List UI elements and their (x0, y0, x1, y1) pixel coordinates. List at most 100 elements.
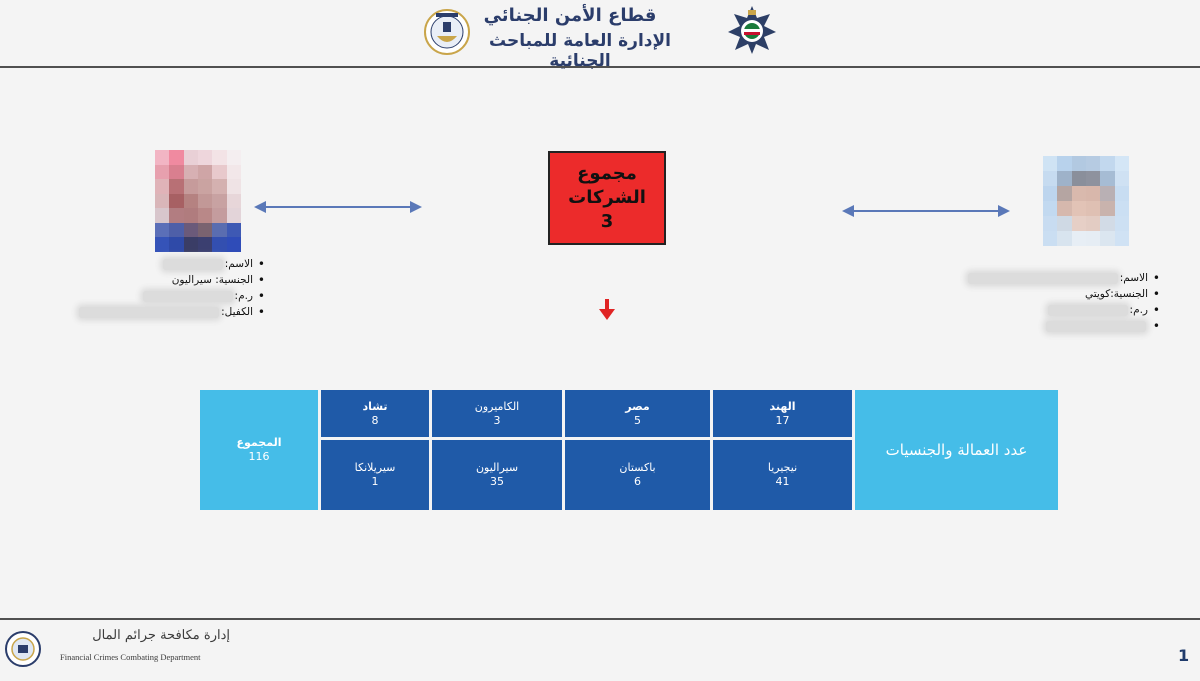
photo-pixel (197, 208, 213, 223)
redacted-value (1046, 320, 1146, 332)
photo-pixel (1057, 156, 1072, 171)
left-id-field: ر.م: (79, 288, 265, 304)
country-count: 17 (775, 413, 790, 427)
photo-pixel (1071, 231, 1086, 246)
table-total-cell: المجموع 116 (200, 390, 318, 510)
country-name: سيراليون (475, 461, 519, 474)
photo-pixel (197, 193, 213, 209)
photo-pixel (1071, 171, 1086, 186)
right-extra-field (968, 318, 1160, 334)
photo-pixel (155, 208, 170, 223)
org-title: قطاع الأمن الجنائي (483, 5, 657, 26)
photo-pixel (1071, 216, 1086, 231)
photo-pixel (1043, 171, 1058, 186)
photo-pixel (183, 193, 198, 209)
photo-pixel (1071, 156, 1086, 171)
photo-pixel (1114, 231, 1129, 246)
photo-pixel (1085, 186, 1101, 201)
photo-pixel (197, 222, 213, 238)
total-value: 116 (248, 450, 270, 463)
table-cell: سيريلانكا 1 (321, 440, 429, 510)
photo-pixel (1057, 201, 1072, 216)
photo-pixel (1057, 186, 1072, 201)
country-count: 3 (493, 413, 501, 427)
photo-pixel (1114, 156, 1129, 171)
photo-pixel (1100, 186, 1115, 201)
photo-pixel (1114, 186, 1129, 201)
org-subtitle: الإدارة العامة للمباحث الجنائية (488, 31, 671, 71)
photo-pixel (212, 237, 227, 252)
country-count: 1 (371, 475, 379, 488)
photo-pixel (197, 164, 213, 180)
down-arrow-icon (599, 299, 615, 320)
photo-pixel (197, 237, 213, 252)
slide-header: قطاع الأمن الجنائي الإدارة العامة للمباح… (0, 0, 1200, 71)
left-sponsor-field: الكفيل: (79, 304, 265, 320)
photo-pixel (212, 222, 227, 238)
photo-pixel (1085, 231, 1101, 246)
table-cell: نيجيريا 41 (713, 440, 852, 510)
photo-pixel (169, 150, 184, 165)
page-number: 1 (1178, 646, 1190, 665)
photo-pixel (226, 237, 241, 252)
photo-pixel (169, 164, 184, 180)
photo-pixel (1057, 216, 1072, 231)
country-name: نيجيريا (767, 461, 798, 474)
photo-pixel (1114, 216, 1129, 231)
photo-pixel (1085, 201, 1101, 216)
photo-pixel (226, 208, 241, 223)
photo-pixel (183, 164, 198, 180)
country-name: سيريلانكا (354, 461, 396, 474)
photo-pixel (212, 179, 227, 194)
photo-pixel (197, 179, 213, 194)
photo-pixel (212, 150, 227, 165)
police-badge-icon (728, 6, 776, 54)
photo-pixel (1114, 201, 1129, 216)
table-header-label: عدد العمالة والجنسيات (885, 441, 1028, 459)
country-count: 6 (634, 475, 641, 488)
country-name: باكستان (619, 461, 656, 474)
right-person-photo (1043, 156, 1129, 246)
photo-pixel (1043, 216, 1058, 231)
photo-pixel (169, 208, 184, 223)
right-nationality-field: الجنسية:كويتي (968, 286, 1160, 302)
photo-pixel (183, 237, 198, 252)
right-double-arrow-icon (842, 205, 1010, 217)
photo-pixel (197, 150, 213, 165)
total-box-count: 3 (600, 211, 614, 232)
left-double-arrow-icon (254, 201, 422, 213)
country-name: تشاد (362, 399, 388, 413)
redacted-value (1047, 304, 1128, 316)
right-id-field: ر.م: (968, 302, 1160, 318)
table-cell: مصر 5 (565, 390, 710, 437)
photo-pixel (1057, 171, 1072, 186)
photo-pixel (169, 193, 184, 209)
table-cell: الهند 17 (713, 390, 852, 437)
photo-pixel (1043, 231, 1058, 246)
left-name-field: الاسم: (79, 256, 265, 272)
left-nationality-field: الجنسية: سيراليون (79, 272, 265, 288)
photo-pixel (169, 222, 184, 238)
photo-pixel (183, 208, 198, 223)
photo-pixel (1071, 201, 1086, 216)
companies-total-box: مجموع الشركات 3 (548, 151, 666, 245)
redacted-value (967, 272, 1118, 284)
photo-pixel (169, 179, 184, 194)
redacted-value (162, 258, 223, 270)
country-count: 5 (634, 413, 641, 427)
left-person-details: الاسم: الجنسية: سيراليون ر.م: الكفيل: (79, 256, 265, 320)
country-name: مصر (625, 399, 650, 413)
total-box-line1: مجموع (577, 163, 637, 184)
photo-pixel (1071, 186, 1086, 201)
photo-pixel (226, 150, 241, 165)
photo-pixel (1114, 171, 1129, 186)
total-box-line2: الشركات (568, 187, 646, 208)
table-cell: سيراليون 35 (432, 440, 562, 510)
photo-pixel (226, 222, 241, 238)
photo-pixel (1043, 201, 1058, 216)
redacted-value (79, 306, 220, 318)
country-name: الكاميرون (474, 399, 520, 413)
photo-pixel (226, 179, 241, 194)
right-name-field: الاسم: (967, 270, 1160, 286)
photo-pixel (212, 193, 227, 209)
